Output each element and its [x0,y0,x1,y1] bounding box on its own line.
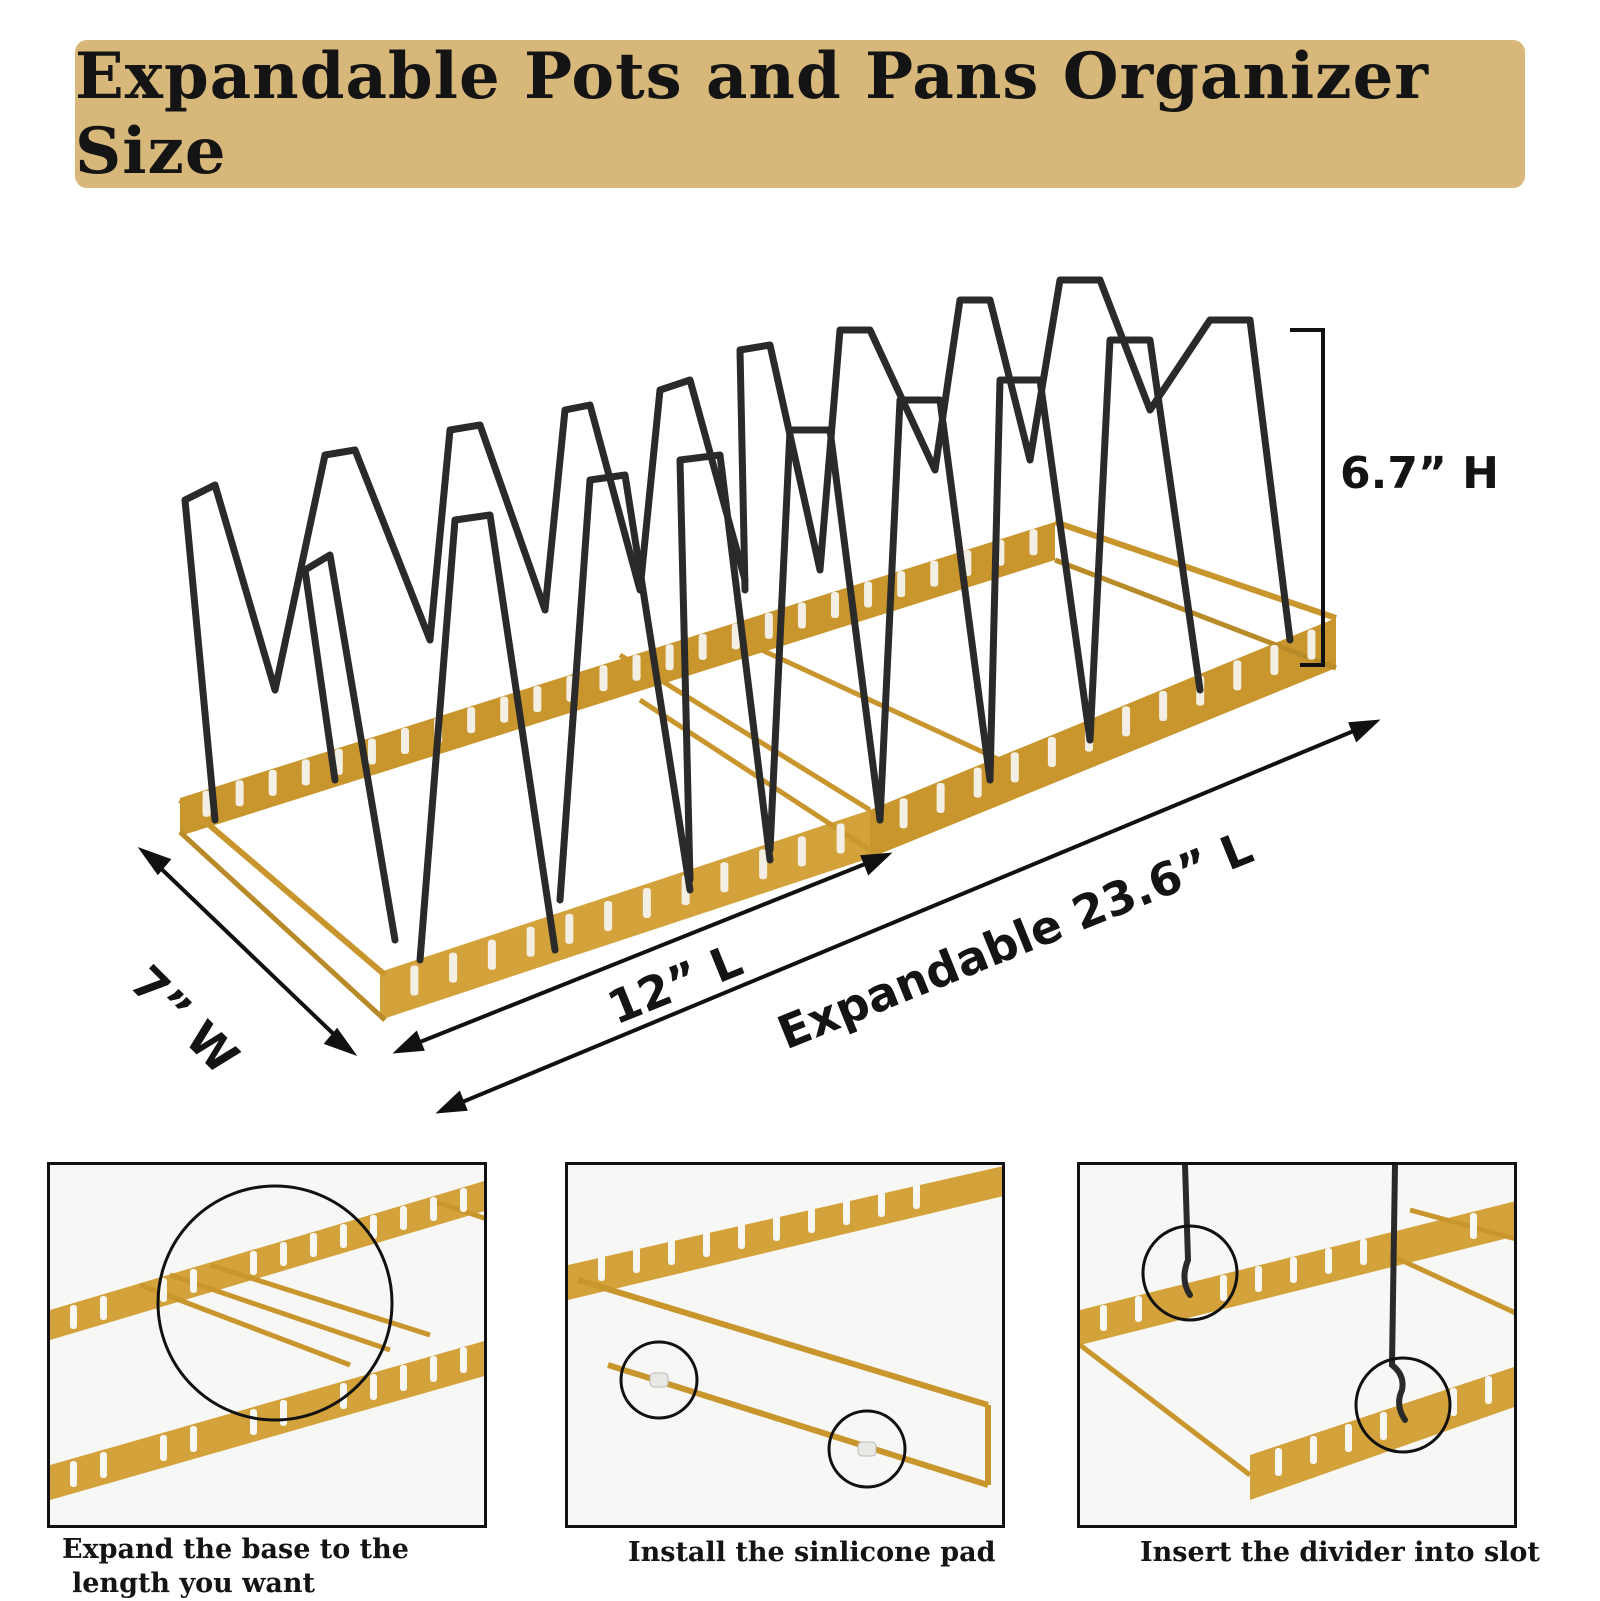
highlight-circle-1 [619,1340,699,1420]
divider-wires [181,276,1294,964]
rail-slot [899,798,908,829]
highlight-circle-1 [1141,1224,1239,1322]
highlight-circle-2 [827,1409,907,1489]
rail-slot [698,633,707,660]
rail-slot [665,644,674,671]
height-bracket [1290,328,1325,667]
rail-slot [797,602,806,629]
title-banner: Expandable Pots and Pans Organizer Size [75,39,1525,189]
highlight-circle [156,1184,394,1422]
caption-expand-base: Expand the base to the length you want [62,1533,409,1601]
rail-slot [235,780,244,807]
caption-line-2: length you want [72,1568,316,1599]
rail-slot [533,686,542,713]
rail-slot [401,728,409,754]
rail-slot [1010,752,1019,783]
organizer-rack-illustration [137,276,1381,1114]
width-arrow [137,846,358,1057]
rail-slot [973,767,982,798]
rail-slot [930,560,939,587]
rail-slot [720,862,729,893]
expand-base-illustration [50,1181,484,1500]
rail-slot [367,738,376,765]
rail-slot [202,790,211,817]
rail-slot [410,965,419,996]
page-title: Expandable Pots and Pans Organizer Size [75,39,1429,189]
rail-slot [632,654,641,681]
rail-slot [599,665,608,692]
rail-slot [831,592,839,618]
detail-panel-expand-base [47,1162,487,1528]
detail-panel-silicone-pad [565,1162,1005,1528]
rail-slot [731,623,740,650]
caption-silicone-pad: Install the sinlicone pad [628,1537,996,1568]
rail-slot [1159,691,1168,721]
insert-divider-illustration [1080,1165,1514,1500]
rail-slot [1270,645,1279,675]
rail-slot [897,571,906,598]
rail-slot [1307,629,1316,660]
rail-slot [467,707,476,734]
length-arrow [392,852,893,1054]
rail-slot [268,769,277,796]
rail-slot [487,939,496,970]
rail-slot [500,696,509,723]
detail-panel-insert-divider [1077,1162,1517,1528]
rail-slot [1029,529,1038,556]
rail-slot [836,823,845,854]
caption-line-1: Expand the base to the [62,1534,409,1565]
rail-slot [1047,737,1056,767]
rail-slot [759,849,768,880]
rail-slot [1122,706,1131,737]
rail-slot [936,783,945,813]
rail-slot [526,926,535,957]
rail-slot [301,759,310,786]
rail-slot [565,913,574,944]
rail-slot [764,612,773,639]
silicone-pad-illustration [568,1166,1002,1489]
rail-slot [864,581,873,608]
height-label: 6.7” H [1340,448,1500,499]
highlight-circle-2 [1354,1356,1452,1454]
rail-slot [642,888,651,919]
caption-insert-divider: Insert the divider into slot [1140,1537,1540,1568]
expandable-length-arrow [435,719,1381,1114]
rail-slot [449,952,458,983]
rail-slot [1233,660,1242,691]
rail-slot [797,836,806,867]
rail-slot [604,900,613,931]
